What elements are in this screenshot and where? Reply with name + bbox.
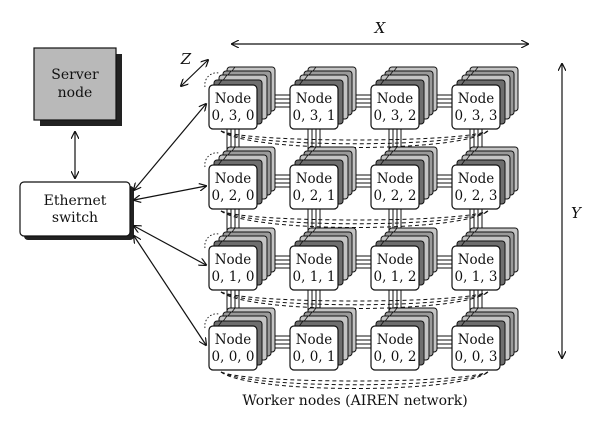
node-label: Node: [458, 171, 495, 187]
node-box: [289, 245, 339, 291]
node-coordinates: 0, 1, 0: [212, 269, 255, 285]
server-label-line1: Server: [51, 67, 99, 83]
node-coordinates: 0, 1, 1: [293, 269, 336, 285]
wrap-dot: [204, 152, 220, 168]
ethernet-label-line1: Ethernet: [44, 193, 107, 209]
node-label: Node: [377, 332, 414, 348]
node-box: [451, 164, 501, 210]
server-node: Server node: [33, 47, 122, 126]
wrap-link: [220, 130, 489, 148]
node-label: Node: [377, 91, 414, 107]
wrap-link: [220, 210, 489, 221]
node-label: Node: [296, 252, 333, 268]
node-label: Node: [458, 252, 495, 268]
node-box: [208, 84, 258, 130]
node-coordinates: 0, 0, 3: [455, 349, 498, 365]
wrap-link: [220, 371, 489, 389]
node-box: [208, 164, 258, 210]
node-coordinates: 0, 0, 0: [212, 349, 255, 365]
node-label: Node: [458, 91, 495, 107]
wrap-link: [220, 130, 489, 141]
node-label: Node: [215, 171, 252, 187]
node-box: [370, 245, 420, 291]
node-box: [451, 245, 501, 291]
node-label: Node: [296, 91, 333, 107]
wrap-link: [220, 291, 489, 302]
node-coordinates: 0, 3, 2: [374, 108, 417, 124]
z-axis-label: Z: [180, 50, 192, 68]
node-coordinates: 0, 2, 3: [455, 188, 498, 204]
wrap-link: [220, 130, 489, 145]
switch-link-row3: [134, 104, 206, 190]
node-coordinates: 0, 2, 0: [212, 188, 255, 204]
node-box: [208, 325, 258, 371]
y-axis-label: Y: [571, 204, 583, 222]
z-axis-arrow: [181, 60, 208, 86]
switch-link-row1: [134, 226, 206, 265]
node-coordinates: 0, 0, 1: [293, 349, 336, 365]
node-box: [370, 325, 420, 371]
wrap-link: [220, 210, 489, 228]
node-coordinates: 0, 3, 1: [293, 108, 336, 124]
node-box: [370, 84, 420, 130]
node-box: [289, 164, 339, 210]
wrap-link: [220, 210, 489, 225]
wrap-link: [220, 371, 489, 382]
node-coordinates: 0, 0, 2: [374, 349, 417, 365]
node-label: Node: [377, 252, 414, 268]
node-box: [289, 325, 339, 371]
node-coordinates: 0, 1, 2: [374, 269, 417, 285]
server-label-line2: node: [58, 85, 93, 101]
node-box: [289, 84, 339, 130]
node-coordinates: 0, 2, 2: [374, 188, 417, 204]
node-box: [208, 245, 258, 291]
node-label: Node: [215, 332, 252, 348]
node-label: Node: [296, 332, 333, 348]
wrap-dot: [204, 233, 220, 249]
wrap-dot: [204, 313, 220, 329]
node-label: Node: [215, 252, 252, 268]
node-label: Node: [458, 332, 495, 348]
node-box: [451, 325, 501, 371]
node-coordinates: 0, 2, 1: [293, 188, 336, 204]
node-box: [451, 84, 501, 130]
node-label: Node: [215, 91, 252, 107]
node-box: [370, 164, 420, 210]
ethernet-label-line2: switch: [52, 210, 98, 226]
node-label: Node: [377, 171, 414, 187]
server-node-box: [33, 47, 117, 121]
switch-link-row2: [134, 186, 206, 200]
node-coordinates: 0, 3, 3: [455, 108, 498, 124]
node-coordinates: 0, 1, 3: [455, 269, 498, 285]
wrap-link: [220, 291, 489, 306]
ethernet-switch-box: [19, 181, 131, 237]
node-coordinates: 0, 3, 0: [212, 108, 255, 124]
switch-link-row0: [134, 236, 206, 345]
wrap-link: [220, 371, 489, 386]
wrap-link: [220, 291, 489, 309]
diagram-caption: Worker nodes (AIREN network): [242, 393, 467, 409]
node-label: Node: [296, 171, 333, 187]
ethernet-switch: Ethernet switch: [19, 181, 134, 240]
x-axis-label: X: [374, 19, 387, 37]
